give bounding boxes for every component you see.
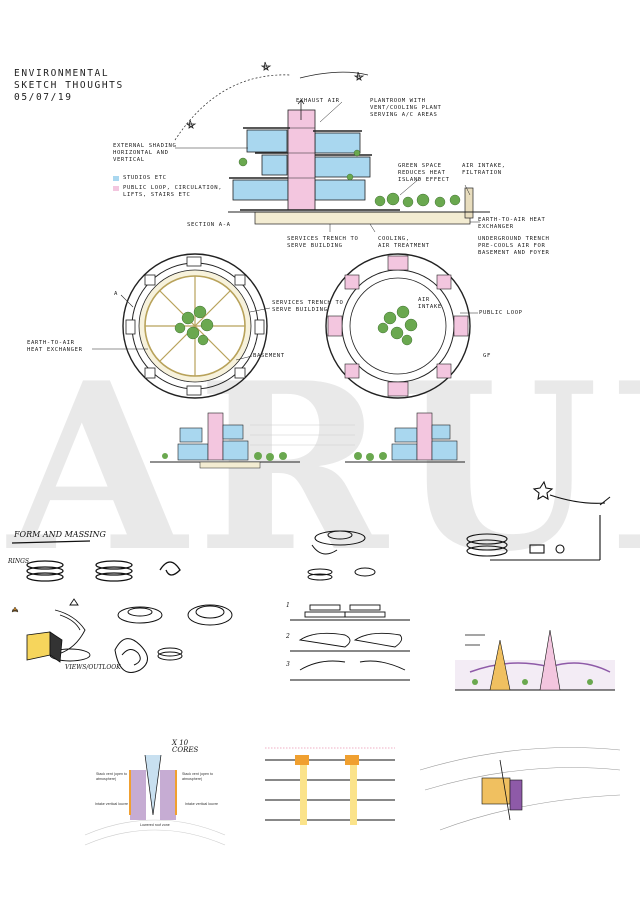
- label-intake-right: Intake vertical louvre: [185, 802, 218, 806]
- mini-section-left: [150, 412, 355, 469]
- label-rings: RINGS: [8, 558, 30, 565]
- louvre-sketch: [84, 754, 226, 846]
- label-plantroom: PLANTROOM WITH VENT/COOLING PLANT SERVIN…: [370, 98, 442, 118]
- label-plan-services-trench: SERVICES TRENCH TO SERVE BUILDING: [272, 300, 344, 313]
- label-air-intake: AIR INTAKE, FILTRATION: [462, 163, 506, 176]
- sun-path-arc: [174, 74, 291, 141]
- basement-plan: [92, 253, 271, 399]
- legend-swatch-studios: [113, 176, 119, 181]
- label-vent-right: Stack vent (open to atmosphere): [182, 772, 213, 781]
- label-public-loop: PUBLIC LOOP: [479, 310, 523, 316]
- label-num-1: 1: [286, 602, 290, 609]
- label-basement: BASEMENT: [253, 353, 285, 359]
- title-line-1: ENVIRONMENTAL: [14, 68, 110, 79]
- label-cooling: COOLING, AIR TREATMENT: [378, 236, 430, 249]
- label-earth-to-air: EARTH-TO-AIR HEAT EXCHANGER: [478, 217, 546, 230]
- label-vent-left: Stack vent (open to atmosphere): [96, 772, 127, 781]
- earth-air-diagram: [466, 480, 611, 561]
- legend-label-public: PUBLIC LOOP, CIRCULATION, LIFTS, STAIRS …: [123, 185, 223, 198]
- label-intake-left: Intake vertical louvre: [95, 802, 128, 806]
- label-x10-cores: X 10 CORES: [172, 739, 199, 754]
- label-views-outlook: VIEWS/OUTLOOK: [65, 664, 121, 671]
- mini-section-right: [345, 412, 465, 463]
- label-exhaust-air: EXHAUST AIR: [296, 98, 340, 104]
- label-num-3: 3: [286, 661, 290, 668]
- legend-label-studios: STUDIOS ETC: [123, 175, 167, 181]
- sun-path-arc-2: [299, 71, 369, 79]
- label-section-aa: SECTION A-A: [187, 222, 231, 228]
- public-core: [287, 109, 316, 211]
- title-line-2: SKETCH THOUGHTS: [14, 80, 124, 91]
- title-underline: [11, 540, 91, 544]
- label-a-marker: A: [114, 291, 118, 297]
- label-gf: GF: [483, 353, 491, 359]
- sheet-title: ENVIRONMENTAL SKETCH THOUGHTS 05/07/19: [14, 68, 124, 104]
- label-green-space: GREEN SPACE REDUCES HEAT ISLAND EFFECT: [398, 163, 450, 183]
- legend-studios: STUDIOS ETC: [113, 175, 167, 182]
- disk-sketch: [307, 530, 376, 581]
- label-plan-air-intake: AIR INTAKE: [418, 297, 442, 310]
- label-form-and-massing: FORM AND MASSING: [14, 530, 106, 539]
- rings-sketch: [26, 560, 181, 582]
- label-lowered-roof: Lowered roof zone: [140, 823, 170, 827]
- massing-forms: [114, 604, 233, 673]
- exhaust-arrow-icon: [297, 99, 305, 120]
- perspective-sketch: [455, 629, 615, 691]
- legend-swatch-public: [113, 186, 119, 191]
- tree-icons: [238, 149, 461, 208]
- label-plan-earth-to-air: EARTH-TO-AIR HEAT EXCHANGER: [27, 340, 83, 353]
- studio-block-upper-left: [246, 129, 288, 153]
- studio-block-mid-left: [261, 154, 288, 176]
- curved-plan: [419, 747, 621, 831]
- label-underground-trench: UNDERGROUND TRENCH PRE-COOLS AIR FOR BAS…: [478, 236, 550, 256]
- ground-floor-plan: [325, 253, 478, 399]
- sun-icon: [185, 61, 365, 130]
- arup-watermark: ARUP: [6, 333, 640, 603]
- title-date: 05/07/19: [14, 92, 73, 103]
- label-external-shading: EXTERNAL SHADING HORIZONTAL AND VERTICAL: [113, 143, 177, 163]
- numbered-stack-sketches: [290, 604, 410, 681]
- floor-stack-section: [265, 747, 395, 825]
- view-box-sketch: [11, 606, 63, 663]
- air-intake-shaft: [464, 187, 474, 219]
- leader-lines: [175, 101, 480, 233]
- label-num-2: 2: [286, 633, 290, 640]
- label-services-trench: SERVICES TRENCH TO SERVE BUILDING: [287, 236, 359, 249]
- legend-public-loop: PUBLIC LOOP, CIRCULATION, LIFTS, STAIRS …: [113, 185, 222, 199]
